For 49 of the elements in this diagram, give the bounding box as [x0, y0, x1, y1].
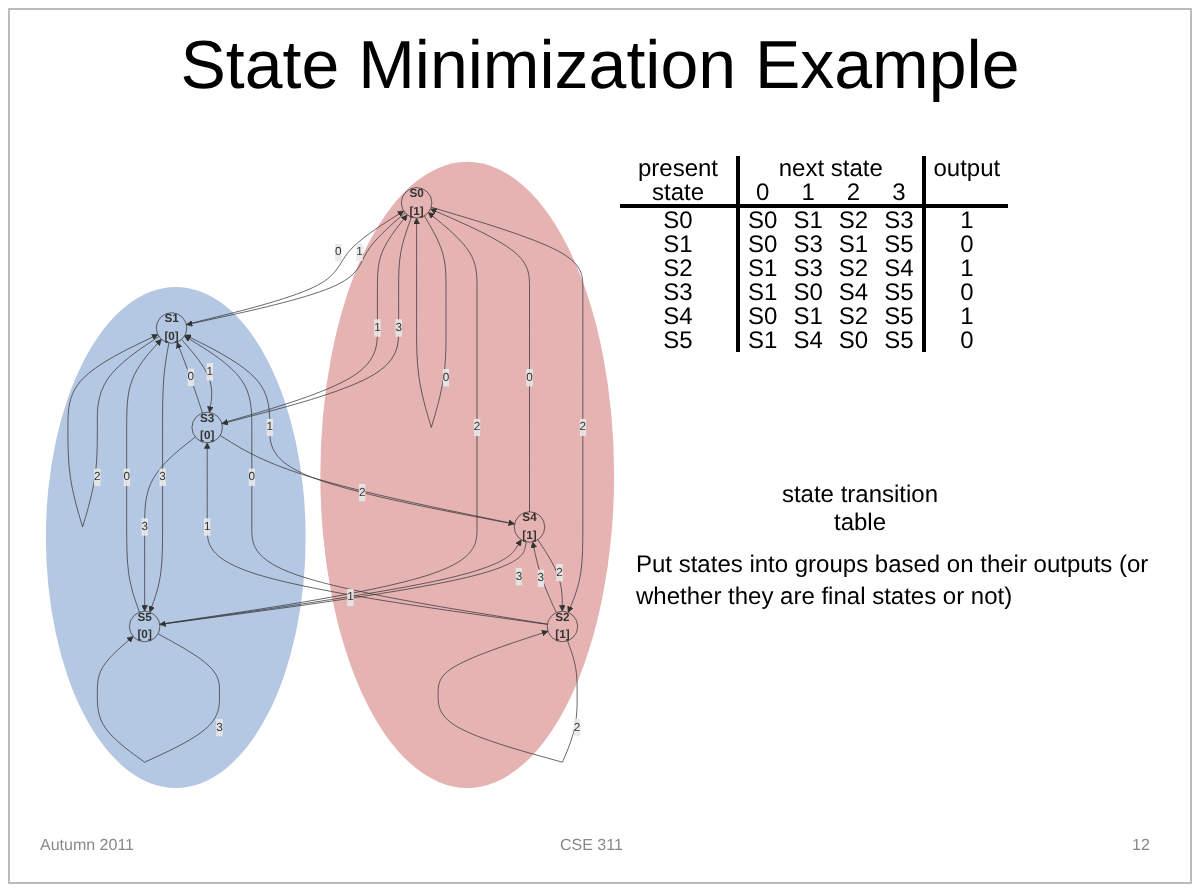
table-cell: S4	[876, 256, 924, 280]
table-cell: S0	[738, 232, 786, 256]
table-cell: S4	[620, 304, 738, 328]
table-cell: S0	[738, 206, 786, 232]
table-cell: S3	[620, 280, 738, 304]
footer-course: CSE 311	[560, 836, 623, 854]
table-cell: S1	[738, 328, 786, 352]
column-header: 3	[876, 180, 924, 206]
column-header: 2	[830, 180, 877, 206]
table-cell-text: S2	[836, 304, 871, 328]
table-caption: state transition table	[779, 480, 941, 536]
column-header: output	[923, 156, 1009, 180]
table-cell-text: S0	[836, 328, 871, 352]
table-cell: S5	[876, 232, 924, 256]
table-cell-text: S2	[836, 256, 871, 280]
table-cell-text: S1	[836, 232, 871, 256]
table-cell: 0	[923, 328, 1009, 352]
table-cell: S1	[738, 256, 786, 280]
table-cell-text: S0	[791, 280, 825, 304]
table-cell: 0	[923, 232, 1009, 256]
table-cell: 1	[923, 256, 1009, 280]
table-cell: 1	[923, 304, 1009, 328]
table-cell: S5	[876, 280, 924, 304]
table-cell-text: S4	[836, 280, 871, 304]
slide-title: State Minimization Example	[178, 28, 1022, 106]
column-header: 0	[738, 180, 786, 206]
column-header: present state	[620, 156, 738, 206]
table-cell: S5	[876, 304, 924, 328]
table-cell: S5	[620, 328, 738, 352]
table-cell-text: S1	[791, 304, 825, 328]
page-number: 12	[1132, 836, 1150, 854]
table-cell: S0	[620, 206, 738, 232]
table-cell-text: S4	[791, 328, 825, 352]
table-cell: S0	[738, 304, 786, 328]
table-cell: S2	[620, 256, 738, 280]
table-cell-text: S3	[791, 232, 825, 256]
table-cell: S5	[876, 328, 924, 352]
table-cell: 0	[923, 280, 1009, 304]
table-cell-text: S3	[791, 256, 825, 280]
table-cell: S1	[785, 206, 831, 232]
column-header: next state	[738, 156, 924, 180]
table-cell: S3	[876, 206, 924, 232]
table-cell: S2	[830, 206, 877, 232]
table-cell: S1	[620, 232, 738, 256]
table-cell: 1	[923, 206, 1009, 232]
footer-date: Autumn 2011	[40, 836, 134, 854]
note-text: Put states into groups based on their outputs (or whether they are final states or not)	[636, 548, 1151, 612]
table-cell: S1	[738, 280, 786, 304]
column-header: 1	[785, 180, 831, 206]
